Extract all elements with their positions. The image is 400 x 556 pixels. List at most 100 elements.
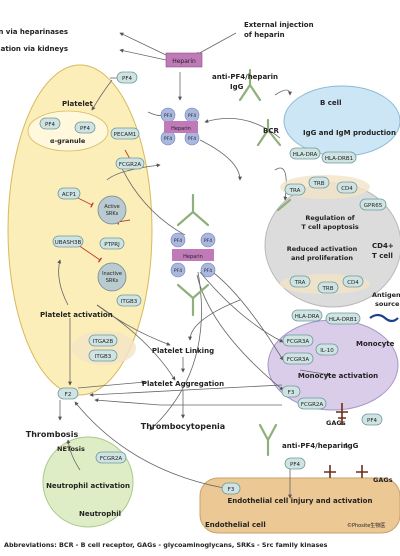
active-srks: Active SRKs (97, 195, 127, 225)
b-cell (283, 85, 400, 157)
anti-pf4-antibody-label-bottom-2: IgG (345, 442, 359, 450)
endothelial-cell (199, 477, 400, 534)
svg-text:PF4: PF4 (188, 136, 196, 142)
cd4-t-cell-label-2: T cell (372, 252, 393, 260)
svg-text:PF4: PF4 (174, 238, 182, 244)
pf4-free-top: PF4 (116, 71, 138, 84)
b-cell-label: B cell (320, 99, 341, 107)
svg-text:HLA-DRB1: HLA-DRB1 (329, 317, 357, 323)
heparin-injected (165, 52, 203, 68)
svg-text:Heparin: Heparin (171, 126, 191, 132)
svg-text:PTPRJ: PTPRJ (104, 242, 120, 248)
svg-text:FCGR2A: FCGR2A (119, 162, 142, 168)
svg-text:CD4: CD4 (341, 186, 353, 192)
gags-label-endothelial: GAGs (373, 476, 393, 484)
thrombocytopenia-label: Thrombocytopenia (141, 422, 225, 431)
itga2b-pill: ITGA2B (88, 334, 118, 347)
antigen-source-label-2: source (375, 300, 400, 308)
svg-text:PF4: PF4 (164, 113, 172, 119)
tcr-pills-bottom: TRA TRB CD4 (289, 275, 364, 294)
regulation-tcell-apoptosis-label-2: T cell apoptosis (301, 223, 359, 231)
ubash3b-pill: UBASH3B (52, 235, 84, 248)
svg-text:F2: F2 (65, 392, 72, 398)
svg-text:FCGR3A: FCGR3A (287, 339, 310, 345)
alpha-granule-label: α-granule (50, 137, 86, 145)
antibody-icons (176, 68, 292, 457)
platelet-cell (7, 64, 153, 396)
reduced-activation-label-2: and proliferation (291, 254, 353, 262)
svg-text:Active: Active (104, 204, 119, 210)
svg-text:PF4: PF4 (122, 76, 132, 82)
svg-text:PF4: PF4 (80, 126, 90, 132)
pf4-heparin-complex-upper: PF4 PF4 PF4 PF4 Heparin (160, 107, 200, 146)
platelet-linking-label: Platelet Linking (152, 347, 214, 355)
svg-text:PF4: PF4 (290, 462, 300, 468)
itgb3-pill-upper: ITGB3 (116, 294, 142, 307)
gags-label-monocyte: GAGs (326, 419, 346, 427)
svg-text:ITGB3: ITGB3 (121, 299, 138, 305)
svg-text:UBASH3B: UBASH3B (55, 240, 82, 246)
svg-text:F3: F3 (288, 390, 295, 396)
svg-text:IL-10: IL-10 (320, 348, 334, 354)
f3-pill-endothelial: F3 (221, 482, 241, 495)
svg-text:FCGR2A: FCGR2A (100, 456, 123, 462)
hla-pills-monocyte: HLA-DRA HLA-DRB1 (291, 309, 361, 325)
svg-text:SRKs: SRKs (106, 211, 119, 217)
regulation-tcell-apoptosis-label: Regulation of (305, 214, 354, 222)
cd4-t-cell-label: CD4+ (372, 242, 394, 250)
svg-text:PECAM1: PECAM1 (114, 132, 137, 138)
alpha-granule-pf4-pills: PF4 PF4 (39, 117, 96, 134)
reduced-activation-label: Reduced activation (287, 245, 358, 253)
neutrophil-label: Neutrophil (79, 510, 121, 518)
platelet-label: Platelet (62, 100, 93, 108)
gags-icon-endothelial (324, 465, 368, 478)
gpr65-pill: GPR65 (359, 198, 387, 211)
f3-pill-monocyte: F3 (281, 385, 301, 398)
pf4-pill-endothelial: PF4 (284, 457, 306, 470)
elimination-kidneys-label: Elimination via kidneys (0, 45, 68, 53)
fcgr3a-pill-2: FCGR3A (282, 352, 314, 365)
antigen-source-label: Antigen (372, 291, 400, 299)
of-heparin-label: of heparin (244, 31, 285, 39)
svg-text:ITGB3: ITGB3 (95, 354, 112, 360)
thrombosis-label: Thrombosis (26, 430, 79, 439)
svg-text:PF4: PF4 (188, 113, 196, 119)
integrin-highlight (72, 331, 136, 365)
svg-text:PF4: PF4 (45, 122, 55, 128)
inactive-srks: Inactive SRKs (97, 262, 127, 292)
svg-text:ITGA2B: ITGA2B (93, 339, 114, 345)
pecam1-pill: PECAM1 (110, 127, 140, 140)
svg-text:ACP1: ACP1 (62, 192, 76, 198)
tcr-pills-top: TRA TRB CD4 (284, 176, 358, 196)
ptprj-pill: PTPRJ (99, 237, 125, 250)
netosis-label: NETosis (57, 445, 85, 453)
fcgr2a-pill-monocyte: FCGR2A (297, 397, 327, 410)
external-injection-label: External injection (244, 21, 314, 29)
anti-pf4-antibody-label-top-2: IgG (230, 83, 244, 91)
svg-text:SRKs: SRKs (106, 278, 119, 284)
alpha-granule (27, 110, 109, 152)
svg-text:Inactive: Inactive (102, 271, 122, 277)
svg-text:TRB: TRB (313, 181, 325, 187)
watermark: ©Phosite生物医 (347, 522, 385, 529)
svg-text:PF4: PF4 (367, 418, 377, 424)
svg-text:GPR65: GPR65 (364, 203, 383, 209)
svg-text:TRB: TRB (322, 286, 334, 292)
itgb3-pill-lower: ITGB3 (88, 349, 118, 362)
svg-text:PF4: PF4 (164, 136, 172, 142)
fcgr2a-pill-neutrophil: FCGR2A (95, 451, 127, 464)
svg-text:CD4: CD4 (347, 280, 359, 286)
f2-pill: F2 (57, 387, 79, 400)
fcgr3a-pill-1: FCGR3A (282, 334, 314, 347)
gags-icon-monocyte (336, 403, 348, 425)
pf4-heparin-complex-middle: PF4 PF4 PF4 PF4 Heparin (170, 232, 216, 278)
fcgr2a-pill-platelet: FCGR2A (115, 157, 145, 170)
platelet-aggregation-label: Platelet Aggregation (142, 380, 224, 388)
anti-pf4-antibody-label-top: anti-PF4/heparin (212, 73, 278, 81)
igg-igm-production-label: IgG and IgM production (303, 129, 396, 137)
abbreviations-footnote: Abbreviations: BCR - B cell receptor, GA… (4, 541, 328, 549)
bcr-label: BCR (263, 127, 279, 135)
antigen-source-icon (369, 313, 399, 323)
svg-text:HLA-DRA: HLA-DRA (295, 314, 320, 320)
